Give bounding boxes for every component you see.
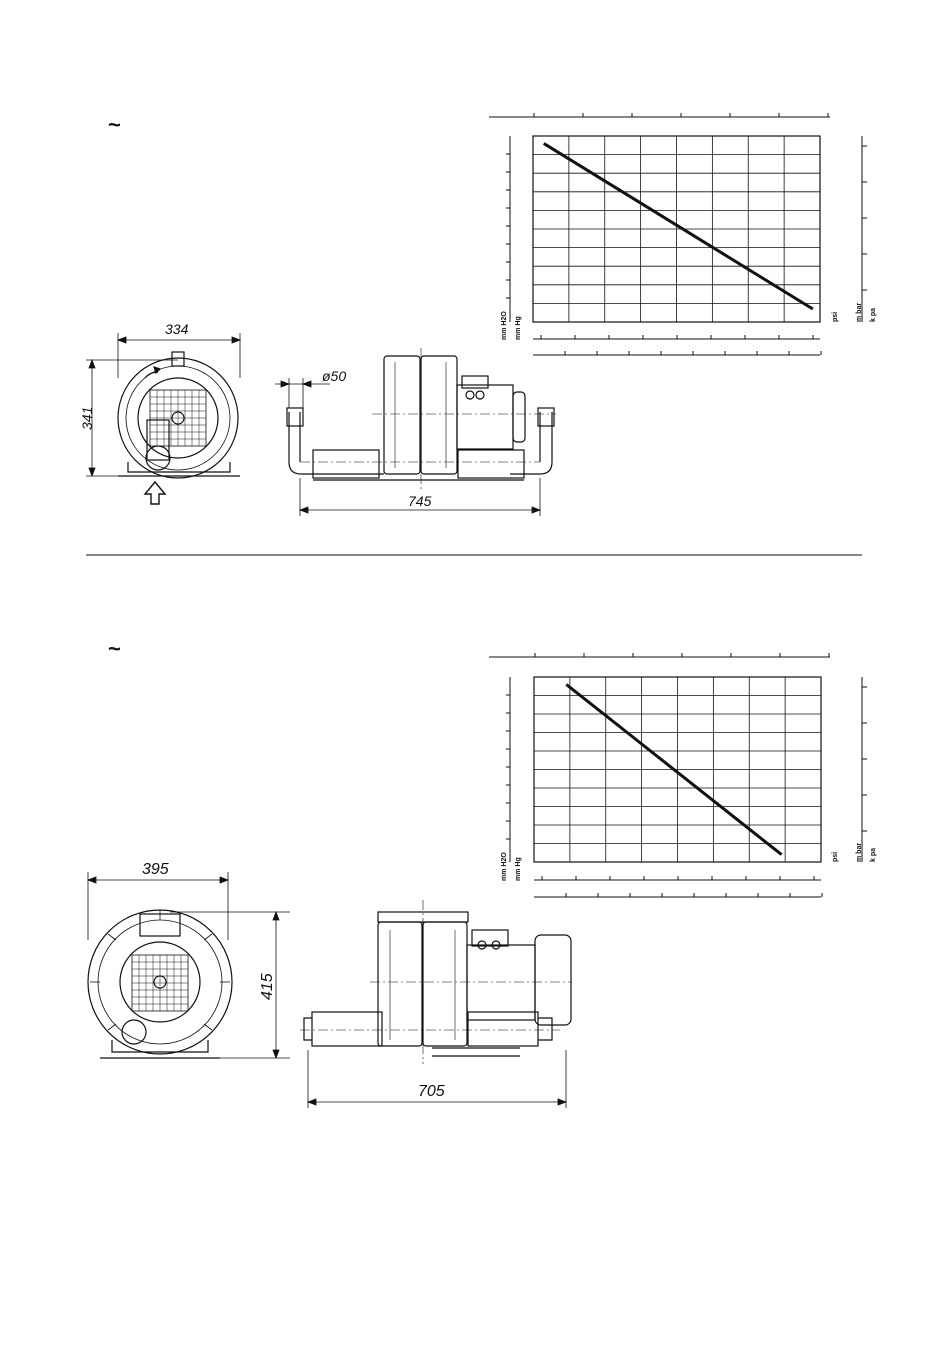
chart-2: mm H2O mm Hg psi m bar k pa	[489, 653, 877, 897]
ac-symbol-1: ~	[108, 112, 121, 137]
dim-length-2: 705	[418, 1083, 445, 1100]
chart-1-unit-psi: psi	[832, 312, 839, 322]
chart-2-right-ticks	[862, 687, 867, 831]
chart-2-unit-kpa: k pa	[870, 848, 877, 862]
dim-height-1: 341	[79, 407, 95, 430]
chart-1-unit-mbar: m bar	[856, 303, 863, 322]
chart-1: mm H2O mm Hg psi m bar k pa	[489, 113, 877, 355]
chart-1-unit-mmhg: mm Hg	[515, 316, 522, 340]
chart-2-left-ticks	[506, 695, 510, 839]
intake-arrow-icon	[145, 482, 165, 504]
chart-2-unit-mmhg: mm Hg	[515, 857, 522, 881]
dim-length-1: 745	[408, 493, 432, 509]
chart-2-bottom-ticks	[542, 876, 822, 897]
chart-2-unit-mbar: m bar	[856, 843, 863, 862]
dim-lines-2	[88, 872, 290, 1058]
dim-width-2: 395	[142, 861, 169, 878]
chart-1-unit-mmh2o: mm H2O	[501, 311, 508, 340]
side-view-drawing-2	[304, 912, 571, 1056]
chart-1-top-ticks	[534, 113, 828, 117]
center-lines-2	[300, 900, 572, 1064]
dim-port-1: ø50	[322, 368, 346, 384]
dim-width-1: 334	[165, 321, 189, 337]
front-view-drawing-1	[118, 352, 240, 478]
chart-2-top-ticks	[535, 653, 829, 657]
chart-2-grid	[534, 677, 821, 862]
chart-1-right-ticks	[862, 146, 867, 290]
front-view-drawing-2	[88, 910, 232, 1058]
chart-1-series-line	[544, 143, 813, 309]
chart-2-unit-mmh2o: mm H2O	[501, 852, 508, 881]
ac-symbol-2: ~	[108, 636, 121, 661]
chart-1-left-ticks	[506, 154, 510, 298]
chart-1-bottom-ticks	[541, 335, 821, 355]
chart-2-unit-psi: psi	[832, 852, 839, 862]
chart-1-unit-kpa: k pa	[870, 308, 877, 322]
dim-height-2: 415	[259, 973, 276, 1000]
